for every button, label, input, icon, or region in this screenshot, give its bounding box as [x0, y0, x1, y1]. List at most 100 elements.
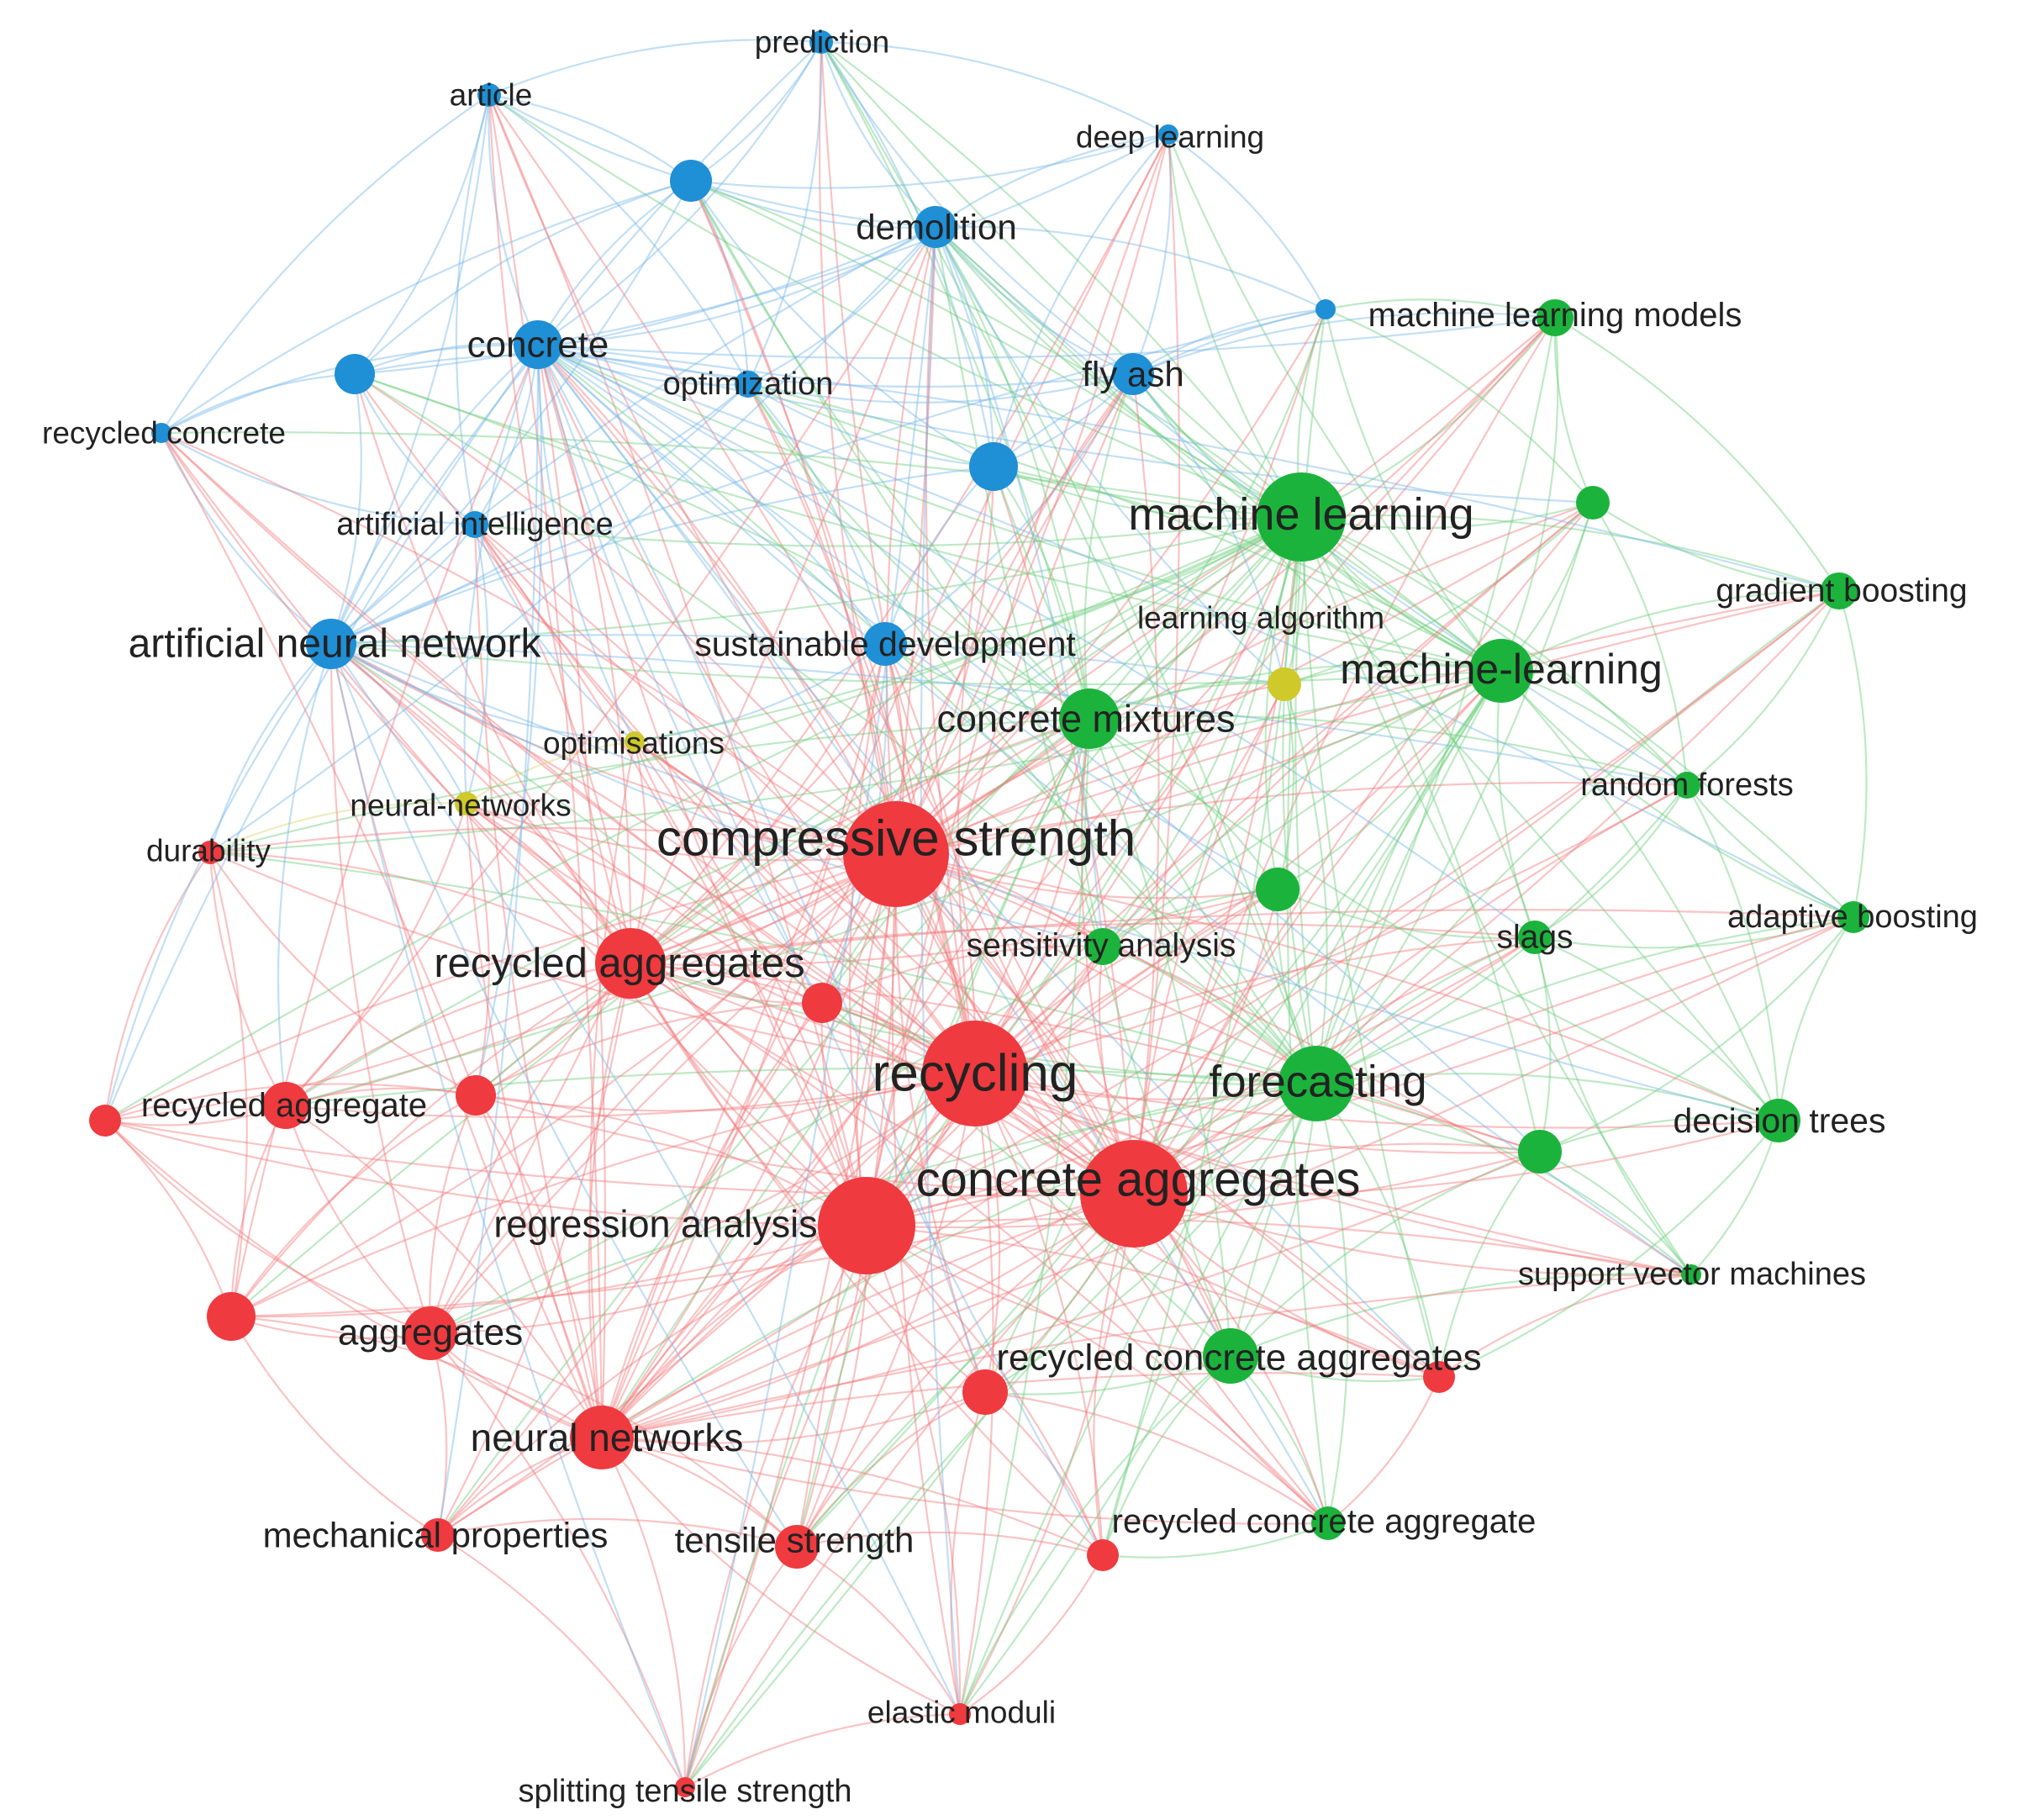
link-elastic-moduli-regression-analysis [865, 1225, 962, 1715]
link-adaptive-boosting-regression-analysis [866, 915, 1854, 1227]
link-neural-networks-2-recycled-aggregate [285, 803, 468, 1106]
link-decision-trees-artificial-neural-network [330, 642, 1779, 1122]
link-splitting-tensile-strength-compressive-strength [683, 853, 898, 1788]
node-blue-unlabeled-1[interactable] [670, 160, 712, 202]
node-decision-trees[interactable] [1757, 1099, 1800, 1142]
node-green-unlabeled-1[interactable] [1576, 486, 1610, 520]
node-adaptive-boosting[interactable] [1837, 901, 1869, 933]
link-prediction-artificial-neural-network [330, 41, 822, 645]
node-random-forests[interactable] [1674, 772, 1700, 799]
node-support-vector-machines[interactable] [1681, 1264, 1701, 1285]
link-demolition-machine-learning-2 [935, 226, 1502, 672]
link-gradient-boosting-concrete [537, 343, 1840, 593]
node-splitting-tensile-strength[interactable] [675, 1777, 695, 1797]
node-article[interactable] [477, 83, 501, 107]
link-recycled-aggregate-compressive-strength [285, 853, 897, 1107]
node-recycled-concrete[interactable] [151, 423, 171, 443]
network-nodes [89, 30, 1869, 1797]
link-optimization-recycling [747, 383, 977, 1074]
node-regression-analysis[interactable] [818, 1177, 915, 1274]
node-blue-unlabeled-4[interactable] [1315, 299, 1336, 319]
node-compressive-strength[interactable] [843, 801, 949, 907]
node-slags[interactable] [1518, 921, 1552, 954]
label-recycled-concrete-aggregates: recycled concrete aggregates [996, 1337, 1481, 1379]
link-blue-unlabeled-4-compressive-strength [895, 309, 1326, 855]
link-machine-learning-models-blue-unlabeled-4 [1325, 298, 1556, 319]
node-artificial-intelligence[interactable] [461, 511, 488, 538]
node-red-unlabeled-3[interactable] [89, 1105, 121, 1137]
link-gradient-boosting-concrete-aggregates [1133, 590, 1840, 1195]
node-red-unlabeled-2[interactable] [456, 1075, 496, 1116]
link-recycled-concrete-article [161, 94, 490, 434]
node-forecasting[interactable] [1278, 1046, 1354, 1121]
node-recycled-aggregates[interactable] [595, 928, 666, 999]
link-forecasting-recycled-concrete-aggregates [1230, 1083, 1318, 1357]
node-blue-unlabeled-2[interactable] [335, 354, 375, 394]
link-blue-unlabeled-2-forecasting [354, 373, 1317, 1084]
node-durability[interactable] [198, 841, 222, 864]
node-red-unlabeled-4[interactable] [207, 1292, 256, 1341]
link-article-concrete-aggregates [488, 94, 1135, 1195]
link-sustainable-development-concrete [537, 344, 886, 645]
link-recycled-aggregate-red-unlabeled-4 [229, 1105, 287, 1317]
link-splitting-tensile-strength-tensile-strength [683, 1546, 798, 1788]
node-aggregates[interactable] [403, 1306, 457, 1360]
node-green-unlabeled-2[interactable] [1256, 868, 1299, 911]
link-optimisations-neural-networks [589, 741, 636, 1438]
link-artificial-intelligence-recycling [474, 524, 976, 1074]
node-machine-learning[interactable] [1257, 472, 1346, 562]
link-gradient-boosting-neural-networks [601, 590, 1840, 1438]
link-sensitivity-analysis-artificial-neural-network [330, 643, 1104, 948]
node-elastic-moduli[interactable] [949, 1703, 971, 1725]
link-blue-unlabeled-3-forecasting [992, 466, 1317, 1084]
node-mechanical-properties[interactable] [421, 1518, 455, 1552]
node-recycled-concrete-aggregate[interactable] [1311, 1506, 1345, 1540]
link-random-forests-artificial-neural-network [330, 642, 1688, 787]
node-red-unlabeled-1[interactable] [802, 983, 842, 1023]
link-concrete-aggregates-machine-learning [1132, 516, 1303, 1195]
node-tensile-strength[interactable] [775, 1525, 819, 1569]
link-recycled-aggregate-artificial-neural-network [277, 643, 333, 1106]
node-red-unlabeled-6[interactable] [1423, 1361, 1455, 1393]
node-red-unlabeled-5[interactable] [962, 1369, 1008, 1415]
node-neural-networks[interactable] [570, 1406, 634, 1469]
link-deep-learning-demolition [935, 133, 1169, 228]
link-red-unlabeled-7-recycling [974, 1073, 1104, 1556]
link-demolition-compressive-strength [885, 226, 937, 855]
link-random-forests-recycling [974, 784, 1688, 1075]
link-blue-unlabeled-4-machine-learning-2 [1324, 309, 1502, 672]
node-concrete-aggregates[interactable] [1080, 1140, 1188, 1248]
node-fly-ash[interactable] [1112, 353, 1154, 395]
node-gradient-boosting[interactable] [1821, 572, 1858, 609]
node-recycled-aggregate[interactable] [262, 1082, 309, 1129]
node-optimization[interactable] [735, 371, 762, 398]
node-red-unlabeled-7[interactable] [1087, 1539, 1119, 1571]
node-deep-learning[interactable] [1158, 124, 1178, 145]
node-recycled-concrete-aggregates[interactable] [1203, 1328, 1258, 1384]
link-blue-unlabeled-1-optimization [690, 180, 750, 385]
label-sustainable-development: sustainable development [694, 625, 1076, 663]
node-machine-learning-models[interactable] [1537, 299, 1574, 336]
node-blue-unlabeled-3[interactable] [969, 442, 1018, 491]
node-prediction[interactable] [809, 30, 833, 54]
node-learning-algorithm[interactable] [1268, 667, 1301, 701]
node-sustainable-development[interactable] [863, 622, 907, 666]
node-machine-learning-2[interactable] [1469, 639, 1533, 703]
node-neural-networks-2[interactable] [455, 792, 478, 815]
link-green-unlabeled-3-recycled-concrete-aggregates [1230, 1150, 1541, 1357]
link-prediction-recycling [820, 41, 977, 1074]
node-demolition[interactable] [915, 206, 957, 248]
link-splitting-tensile-strength-forecasting [684, 1083, 1317, 1788]
node-artificial-neural-network[interactable] [306, 619, 356, 669]
link-machine-learning-2-recycling [974, 670, 1502, 1074]
link-artificial-neural-network-regression-analysis [330, 643, 867, 1227]
link-recycled-concrete-aggregate-regression-analysis [866, 1224, 1329, 1524]
link-optimisations-regression-analysis [634, 741, 868, 1227]
node-sensitivity-analysis[interactable] [1084, 928, 1121, 965]
node-concrete[interactable] [514, 320, 562, 369]
node-optimisations[interactable] [625, 731, 645, 752]
link-optimization-sustainable-development [747, 383, 887, 645]
node-concrete-mixtures[interactable] [1059, 688, 1120, 749]
node-recycling[interactable] [922, 1021, 1028, 1126]
node-green-unlabeled-3[interactable] [1518, 1130, 1562, 1174]
